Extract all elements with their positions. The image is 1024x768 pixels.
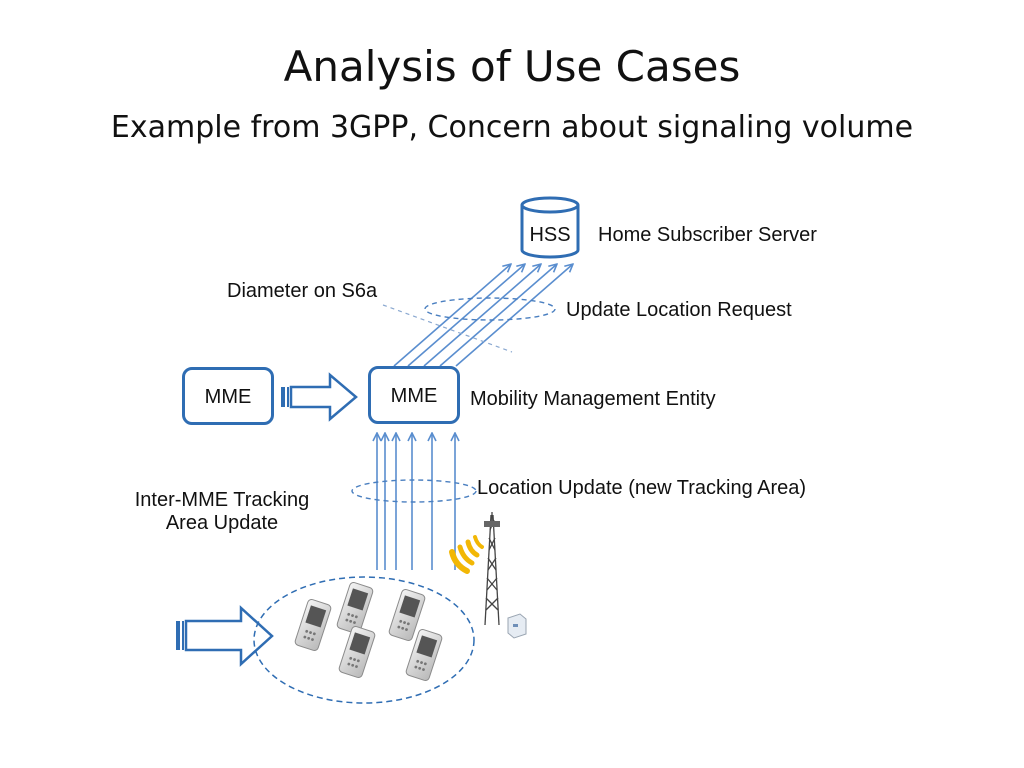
mobile-phone-icon: [405, 629, 443, 681]
diameter-label: Diameter on S6a: [227, 280, 378, 302]
update-location-group-ellipse: [424, 297, 556, 321]
tracking-area-ellipse: [253, 576, 475, 704]
mobile-phone-icon: [388, 589, 426, 641]
base-station-box-icon: [507, 613, 527, 639]
inter-mme-label-line1: Inter-MME Tracking: [134, 489, 310, 511]
hss-node-label: HSS: [529, 224, 571, 246]
database-icon: [520, 196, 580, 259]
mme-description: Mobility Management Entity: [470, 388, 716, 410]
mobile-phone-icon: [338, 626, 376, 678]
slide-title: Analysis of Use Cases: [283, 42, 741, 91]
location-update-label: Location Update (new Tracking Area): [477, 477, 807, 499]
mme-source-label: MME: [204, 386, 252, 408]
s6a-signaling-arrows: [393, 264, 573, 367]
signal-waves-icon: [449, 535, 484, 574]
hss-description: Home Subscriber Server: [598, 224, 817, 246]
inter-mme-label: Inter-MME Tracking Area Update: [112, 489, 332, 535]
inter-mme-label-line2: Area Update: [165, 512, 279, 534]
block-arrow-icon: [281, 372, 358, 422]
diameter-leader-line: [382, 304, 513, 353]
mme-target-label: MME: [390, 385, 438, 407]
slide-subtitle: Example from 3GPP, Concern about signali…: [110, 110, 914, 145]
mme-target-box: MME: [368, 366, 460, 424]
mme-source-box: MME: [182, 367, 274, 425]
location-update-group-ellipse: [351, 479, 477, 503]
block-arrow-icon: [176, 605, 274, 667]
cell-tower-icon: [484, 512, 500, 626]
mobile-phone-icon: [336, 582, 374, 634]
update-location-label: Update Location Request: [566, 299, 792, 321]
mobile-phone-icon: [294, 599, 332, 651]
location-update-arrows: [377, 433, 455, 570]
